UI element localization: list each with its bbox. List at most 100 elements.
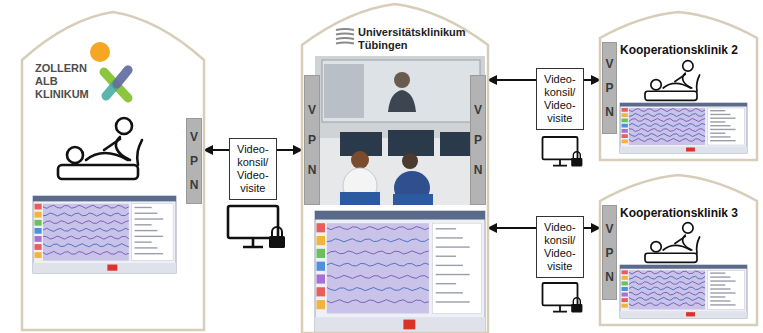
doctor-head: [683, 223, 693, 233]
vpn-bar: V P N: [470, 75, 486, 205]
screen-trace: [43, 236, 129, 239]
screen-text-line: [436, 301, 470, 302]
screen-trace: [43, 221, 129, 224]
photo-monitor: [388, 130, 434, 156]
screen-marker: [35, 220, 42, 226]
screen-trace: [629, 113, 705, 116]
house-shape: [302, 4, 488, 333]
photo-person-head: [402, 153, 418, 169]
screen-marker: [317, 274, 326, 283]
screen-trace: [327, 251, 429, 254]
clinic-house: Kooperationsklinik 3 V P N: [600, 175, 757, 325]
house-outline: [600, 175, 757, 325]
screen-text-line: [135, 253, 164, 254]
patient-head: [67, 147, 83, 163]
screen-trace: [327, 287, 429, 290]
screen-text-line: [436, 283, 456, 284]
vpn-label: V P N: [474, 95, 483, 185]
screen-text-line: [710, 125, 730, 126]
screen-marker: [622, 304, 628, 308]
screen-trace-area: [629, 108, 705, 145]
screen-text-line: [135, 224, 152, 225]
patient-doctor-icon: [645, 61, 700, 101]
monitor-stand: [553, 305, 567, 311]
photo-remote-head: [394, 72, 410, 88]
house-outline: [302, 4, 488, 333]
screen-text-line: [135, 236, 164, 237]
doctor-body: [116, 137, 142, 165]
screen-toolbar: [315, 211, 485, 220]
house-shape: [600, 175, 757, 325]
screenshot: [620, 265, 747, 318]
screen-trace: [629, 118, 705, 121]
screen-text-line: [436, 292, 463, 293]
clinic-name: Kooperationsklinik 3: [620, 206, 738, 220]
house-shape: [600, 12, 757, 160]
vpn-label: V P N: [605, 217, 614, 289]
screen-trace: [629, 276, 705, 279]
logo-stripe: [336, 43, 354, 44]
screen-trace: [43, 228, 129, 231]
screen-trace: [629, 292, 705, 295]
screen-marker: [622, 119, 628, 123]
monitor-screen: [543, 283, 578, 305]
photo-wall: [315, 56, 485, 138]
screen-text-line: [710, 284, 725, 285]
lock-shackle: [573, 152, 580, 158]
screen-trace: [327, 300, 429, 303]
screen-text-line: [135, 207, 152, 208]
photo-screen-panel: [324, 64, 364, 118]
photo-person-head: [351, 151, 369, 169]
screen-text-line: [135, 230, 158, 231]
monitor-lock-icon: [228, 206, 285, 248]
screen-trace: [629, 271, 705, 274]
screen-marker: [622, 270, 628, 274]
patient-head: [651, 80, 661, 90]
screen-text-line: [135, 247, 158, 248]
edge-label: Video- konsil/ Video- visite: [229, 138, 277, 200]
screen-text-line: [710, 140, 735, 141]
screen-text-line: [710, 304, 735, 305]
vpn-label: V P N: [605, 52, 614, 124]
screen-marker: [35, 236, 42, 242]
doctor-arm: [104, 139, 120, 150]
screen-trace: [43, 244, 129, 247]
screen-red-button: [403, 320, 415, 330]
photo-chair: [393, 194, 433, 205]
screen-bottom-bar: [620, 147, 747, 154]
screen-text-line: [436, 246, 470, 247]
patient-doctor-icon: [58, 118, 142, 179]
clinic-house: Universitätsklinikum TübingenV P NV P N: [302, 4, 488, 333]
lock-body: [571, 304, 582, 312]
screen-red-button: [107, 265, 117, 271]
doctor-body: [683, 235, 700, 253]
screen-trace-area: [327, 223, 429, 313]
screen-trace: [629, 108, 705, 111]
screen-marker: [317, 223, 326, 232]
screen-text-line: [710, 292, 735, 293]
photo-video-screen: [322, 60, 480, 122]
screen-trace: [327, 263, 429, 266]
logo-stripe: [336, 29, 354, 30]
screen-trace: [629, 138, 705, 141]
screen-marker: [317, 249, 326, 258]
logo-stripe: [336, 34, 354, 35]
screen-marker: [622, 124, 628, 128]
screen-side-panel: [432, 223, 481, 313]
screen-text-line: [436, 256, 456, 257]
screen-trace: [43, 213, 129, 216]
screen-text-line: [710, 276, 730, 277]
vpn-label: V P N: [308, 95, 317, 185]
vpn-label: V P N: [190, 125, 199, 197]
clinic-house: ZOLLERN ALB KLINIKUM V P N: [22, 12, 204, 330]
lock-body: [571, 158, 582, 166]
photo-remote-body: [388, 90, 416, 112]
screen-text-line: [710, 296, 725, 297]
screen-trace: [629, 123, 705, 126]
screen-bg: [620, 103, 747, 153]
screen-marker: [622, 281, 628, 285]
clinic-name: ZOLLERN ALB KLINIKUM: [35, 62, 89, 101]
screen-marker: [622, 276, 628, 280]
monitor-screen: [228, 206, 278, 238]
screen-red-button: [686, 312, 695, 316]
